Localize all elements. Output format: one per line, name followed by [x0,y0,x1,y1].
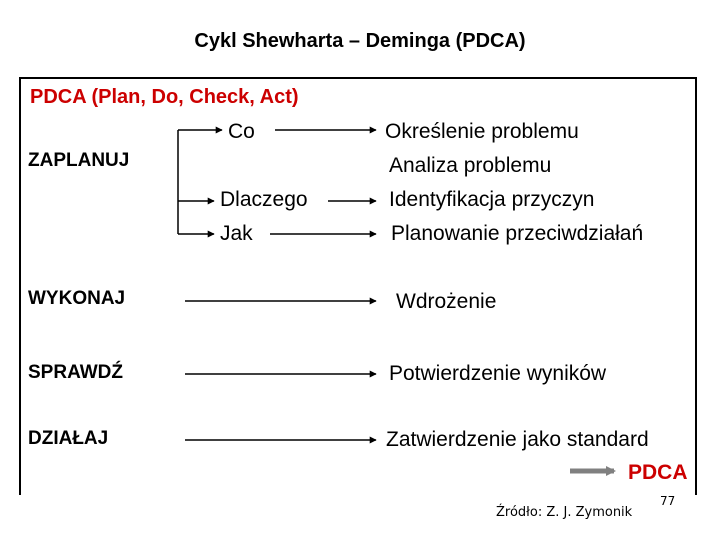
action-identify-causes: Identyfikacja przyczyn [389,188,595,211]
action-confirm-results: Potwierdzenie wyników [389,362,607,385]
action-standardize: Zatwierdzenie jako standard [386,428,649,451]
slide-title: Cykl Shewharta – Deminga (PDCA) [194,30,526,52]
content-frame [19,77,697,495]
action-plan-countermeasures: Planowanie przeciwdziałań [391,222,644,245]
pdca-subtitle: PDCA (Plan, Do, Check, Act) [30,86,299,108]
phase-act-label: DZIAŁAJ [28,428,109,449]
phase-plan-label: ZAPLANUJ [28,150,130,171]
question-what: Co [228,120,255,143]
question-why: Dlaczego [220,188,308,211]
pdca-loop-label: PDCA [628,461,688,484]
action-implementation: Wdrożenie [396,290,497,313]
page-number: 77 [660,494,676,508]
source-footer: Źródło: Z. J. Zymonik [496,505,633,520]
action-define-problem: Określenie problemu [385,120,579,143]
phase-check-label: SPRAWDŹ [28,362,123,383]
action-analyze-problem: Analiza problemu [389,154,552,177]
question-how: Jak [220,222,253,245]
phase-do-label: WYKONAJ [28,288,126,309]
